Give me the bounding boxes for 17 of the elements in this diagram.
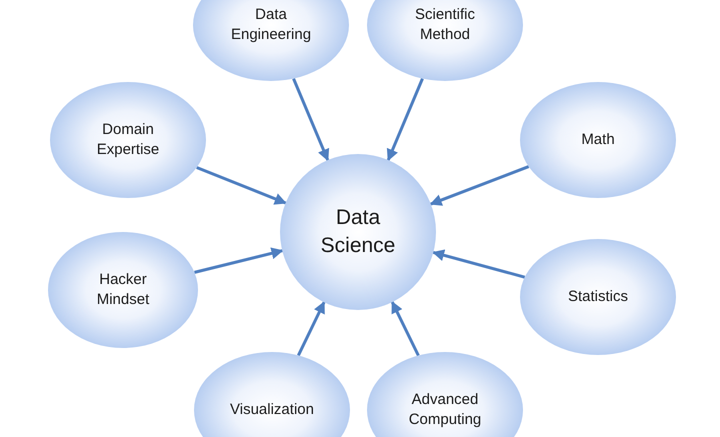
node-label: Data Science [320,205,396,259]
arrow [196,166,287,205]
arrow [390,301,420,356]
node-label: Visualization [230,400,314,420]
node-label: Domain Expertise [96,120,160,160]
node-label: Hacker Mindset [96,270,150,310]
arrow [386,78,424,162]
arrow [432,249,526,279]
arrow [297,301,326,356]
node-label: Advanced Computing [408,390,482,430]
node-label: Math [581,130,615,150]
node-label: Data Engineering [230,5,312,45]
node-label: Scientific Method [414,5,476,45]
arrow [430,165,530,206]
arrow [194,247,284,274]
node-label: Statistics [568,287,628,307]
arrow [292,78,330,162]
